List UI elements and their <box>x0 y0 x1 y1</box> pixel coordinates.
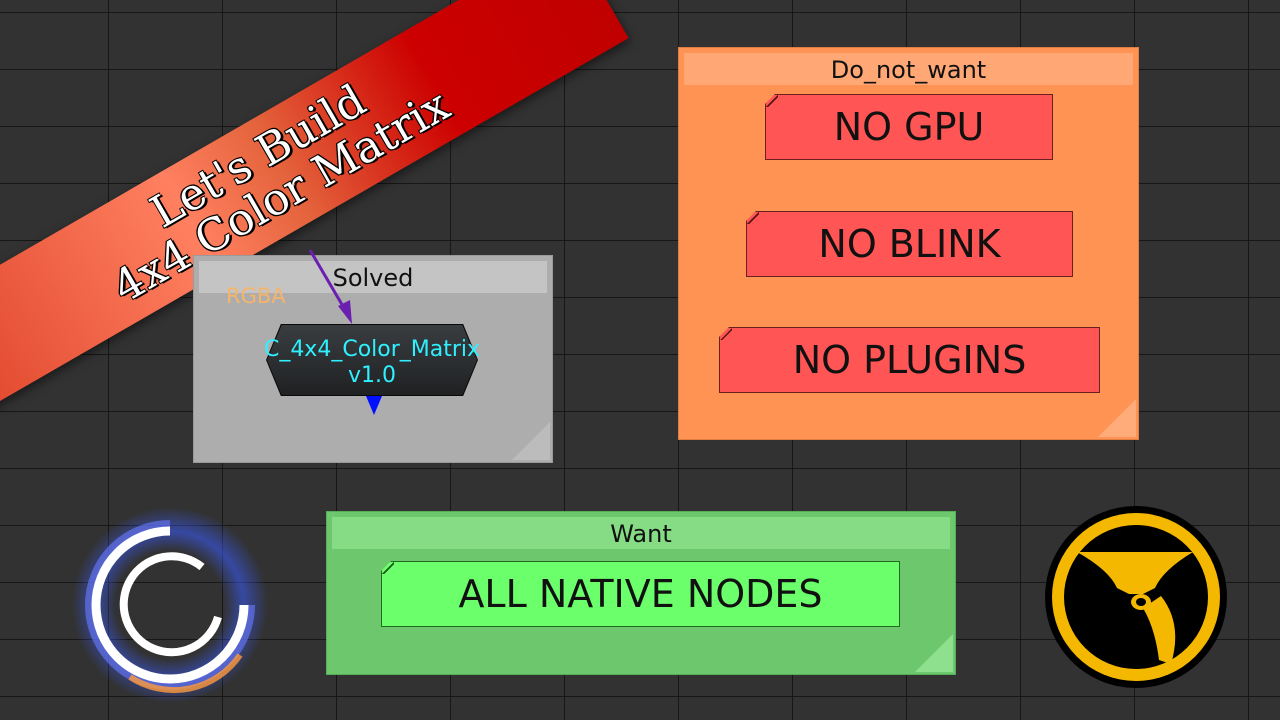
do-not-want-backdrop[interactable]: Do_not_want NO GPU NO BLINK NO PLUGINS <box>678 47 1139 440</box>
backdrop-title: Do_not_want <box>684 53 1133 85</box>
node-version: v1.0 <box>347 363 396 388</box>
backdrop-resize-handle[interactable] <box>1098 399 1136 437</box>
backdrop-resize-handle[interactable] <box>512 422 550 460</box>
backdrop-resize-handle[interactable] <box>915 634 953 672</box>
input-arrow-icon <box>308 249 352 324</box>
node-name: C_4x4_Color_Matrix <box>263 337 481 362</box>
sticky-note-no-plugins[interactable]: NO PLUGINS <box>719 327 1100 393</box>
output-arrow-icon <box>366 396 382 415</box>
sticky-note-no-blink[interactable]: NO BLINK <box>746 211 1073 277</box>
sticky-note-no-gpu[interactable]: NO GPU <box>765 94 1053 160</box>
input-pipe-label: RGBA <box>226 284 286 308</box>
backdrop-title: Want <box>332 517 950 549</box>
sticky-note-all-native-nodes[interactable]: ALL NATIVE NODES <box>381 561 900 627</box>
glowing-ring-logo-icon <box>72 507 268 703</box>
color-matrix-node[interactable] <box>267 325 477 395</box>
color-matrix-node-label: C_4x4_Color_Matrix v1.0 <box>237 337 507 389</box>
solved-backdrop[interactable]: Solved <box>193 255 553 463</box>
backdrop-title: Solved <box>199 261 547 293</box>
want-backdrop[interactable]: Want ALL NATIVE NODES <box>326 511 956 675</box>
nuke-logo-icon <box>1045 506 1227 688</box>
